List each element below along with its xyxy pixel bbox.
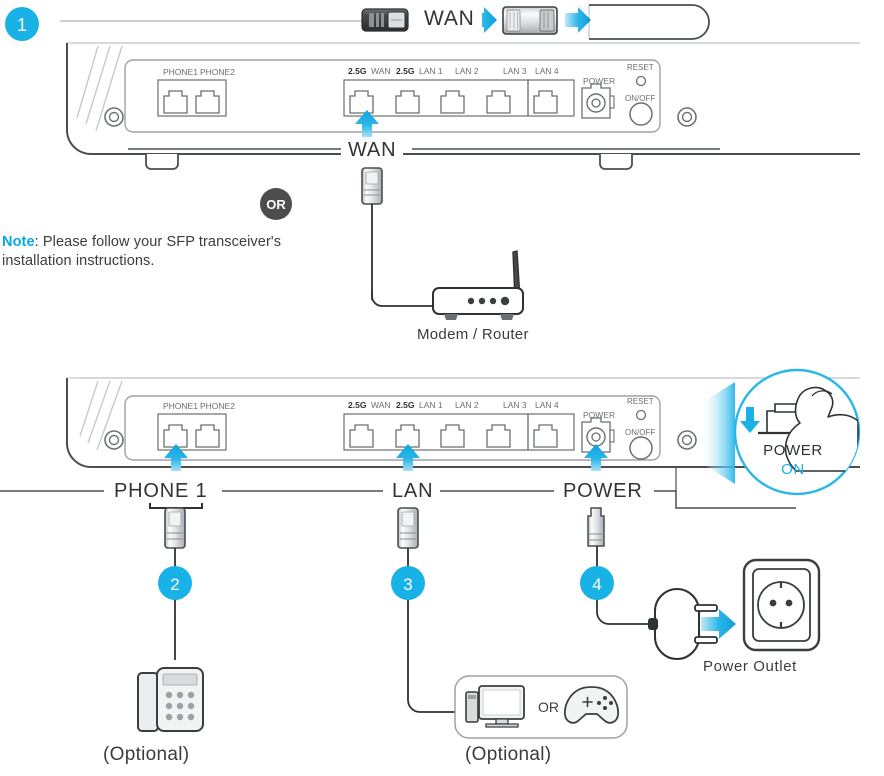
- callout-on-label: ON: [781, 461, 805, 478]
- port-label-reset-bottom: RESET: [627, 397, 654, 406]
- sfp-wan-label: WAN: [417, 7, 482, 31]
- ac-power-plug: [648, 587, 718, 661]
- modem-router-illustration: [432, 250, 524, 320]
- note-block: Note: Please follow your SFP transceiver…: [2, 233, 332, 271]
- port-speed-wan: 2.5G: [348, 66, 367, 76]
- or-badge-top: OR: [260, 188, 292, 220]
- port-label-power-top: POWER: [583, 76, 615, 86]
- port-label-lan3-bottom: LAN 3: [503, 400, 527, 410]
- power-connection-label: POWER: [556, 480, 650, 503]
- lan-optional-caption: (Optional): [465, 744, 552, 765]
- rj45-plug-lan: [397, 507, 455, 713]
- port-label-wan: WAN: [371, 66, 391, 76]
- sfp-slot: [588, 4, 710, 40]
- port-label-phone1: PHONE1: [163, 67, 198, 77]
- note-text: Please follow your SFP transceiver's ins…: [2, 234, 282, 269]
- step-badge-4: 4: [580, 566, 614, 600]
- port-speed-lan1-bottom: 2.5G: [396, 400, 415, 410]
- or-badge-top-label: OR: [266, 197, 286, 212]
- fiber-optic-connector: [361, 8, 409, 32]
- port-label-phone2-bottom: PHONE2: [200, 401, 235, 411]
- phone1-connection-label: PHONE 1: [107, 480, 215, 503]
- arrow-up-lan1-port: [396, 444, 420, 471]
- port-label-lan1-bottom: LAN 1: [419, 400, 443, 410]
- port-label-wan-bottom: WAN: [371, 400, 391, 410]
- port-label-lan4: LAN 4: [535, 66, 559, 76]
- port-label-lan2-bottom: LAN 2: [455, 400, 479, 410]
- leader-power-right: [654, 490, 796, 509]
- router-device-bottom: PHONE1 PHONE2 2.5G WAN 2.5G LAN 1 LAN 2 …: [66, 377, 860, 468]
- arrow-up-wan-port: [355, 110, 379, 137]
- step-badge-1: 1: [5, 7, 39, 41]
- port-speed-lan1: 2.5G: [396, 66, 415, 76]
- step-badge-2-label: 2: [170, 575, 179, 594]
- sfp-transceiver-module: [502, 6, 558, 35]
- lan-devices-box: OR: [454, 675, 628, 739]
- router-device-top: PHONE1 PHONE2 2.5G WAN 2.5G LAN 1 LAN 2 …: [66, 42, 860, 170]
- lan-device-or-label: OR: [538, 699, 559, 715]
- port-label-power-bottom: POWER: [583, 410, 615, 420]
- port-label-lan3: LAN 3: [503, 66, 527, 76]
- port-label-lan4-bottom: LAN 4: [535, 400, 559, 410]
- port-label-onoff-bottom: ON/OFF: [625, 428, 655, 437]
- lan-connection-label: LAN: [385, 480, 441, 503]
- step-badge-3: 3: [391, 566, 425, 600]
- step-badge-2: 2: [158, 566, 192, 600]
- rj45-plug-wan: [361, 167, 383, 300]
- port-label-phone1-bottom: PHONE1: [163, 401, 198, 411]
- telephone-illustration: [137, 667, 204, 732]
- step-badge-4-label: 4: [592, 575, 601, 594]
- step-badge-1-label: 1: [17, 15, 27, 35]
- dc-power-plug: [587, 507, 655, 625]
- port-speed-wan-bottom: 2.5G: [348, 400, 367, 410]
- arrow-to-sfp-2: [565, 7, 591, 33]
- power-outlet-caption: Power Outlet: [703, 658, 797, 675]
- arrow-up-phone1-port: [164, 444, 188, 471]
- note-label: Note: [2, 234, 35, 250]
- port-label-onoff-top: ON/OFF: [625, 94, 655, 103]
- arrow-up-power-port: [584, 444, 608, 471]
- wan-cable-to-modem: [371, 290, 434, 307]
- ethernet-port-group-top: 2.5G WAN 2.5G LAN 1 LAN 2 LAN 3 LAN 4: [343, 66, 575, 117]
- modem-router-caption: Modem / Router: [417, 326, 529, 343]
- power-outlet-illustration: [742, 558, 821, 652]
- callout-power-label: POWER: [763, 442, 823, 459]
- note-separator: :: [34, 234, 43, 250]
- port-label-phone2: PHONE2: [200, 67, 235, 77]
- port-label-reset-top: RESET: [627, 63, 654, 72]
- port-label-lan2: LAN 2: [455, 66, 479, 76]
- power-on-callout: POWER ON: [700, 368, 861, 496]
- port-label-lan1: LAN 1: [419, 66, 443, 76]
- phone-optional-caption: (Optional): [103, 744, 190, 765]
- step-badge-3-label: 3: [403, 575, 412, 594]
- wan-connection-label: WAN: [341, 139, 404, 162]
- arrow-to-outlet: [701, 609, 736, 639]
